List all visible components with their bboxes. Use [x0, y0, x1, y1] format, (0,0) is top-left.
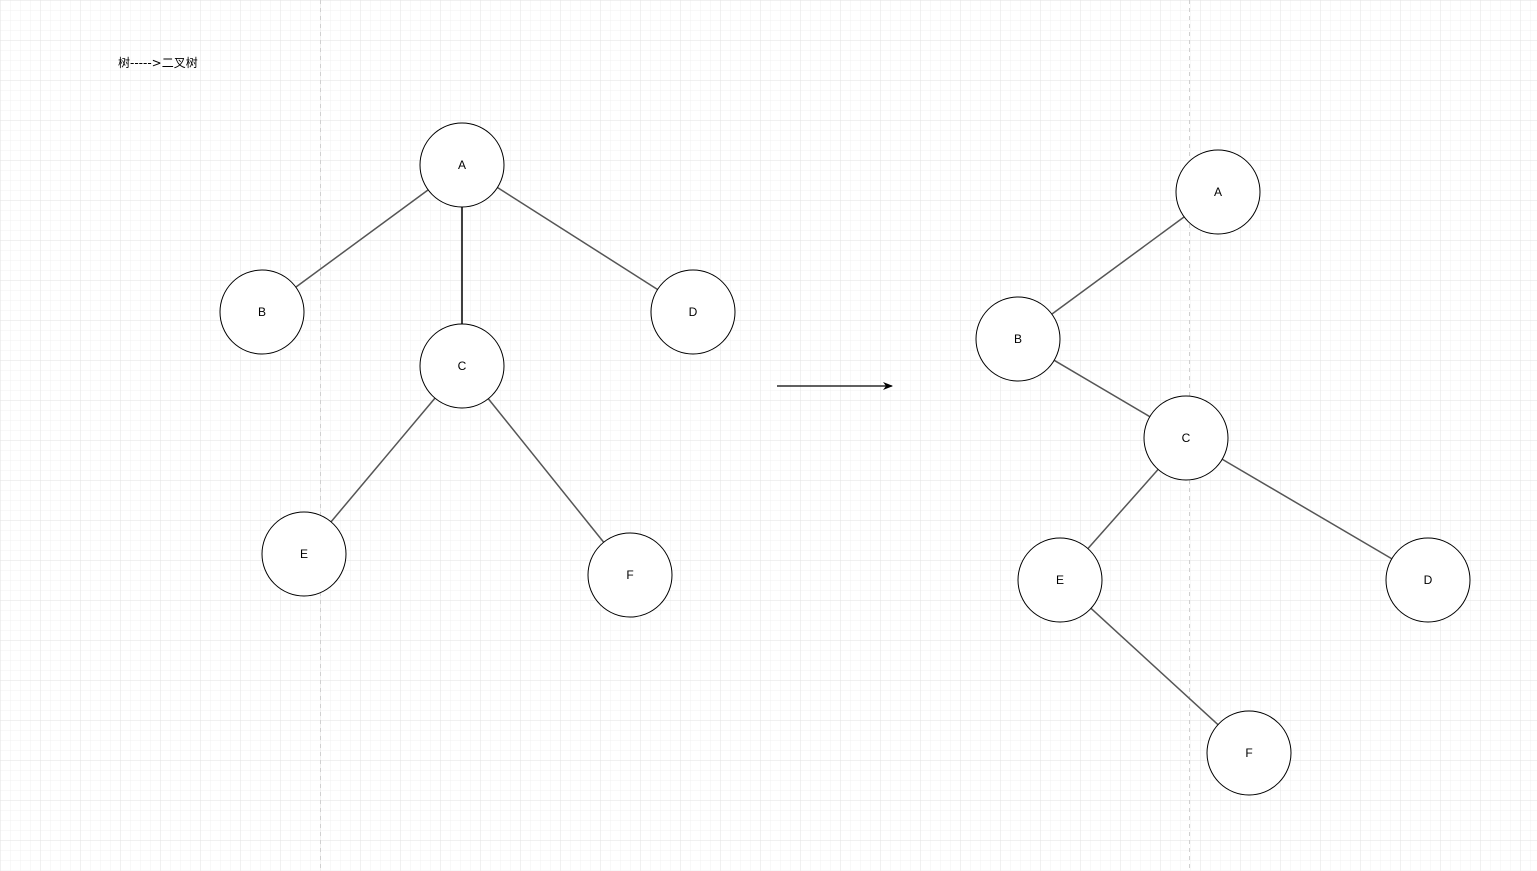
binary-tree-nodes: A B C E D F: [975, 149, 1471, 796]
tree-node-b[interactable]: B: [219, 269, 305, 355]
node-circle: [975, 296, 1061, 382]
binary_tree-edge-c-e[interactable]: [1087, 468, 1159, 550]
binary_tree-edge-b-c[interactable]: [1053, 359, 1151, 418]
node-label: F: [626, 568, 633, 582]
tree-edge-c-f[interactable]: [487, 398, 605, 543]
node-label: A: [1214, 185, 1222, 199]
node-circle: [1017, 537, 1103, 623]
tree-node-d[interactable]: D: [650, 269, 736, 355]
node-label: E: [1056, 573, 1064, 587]
tree-node-a[interactable]: A: [419, 122, 505, 208]
binary-tree-edges: [1051, 216, 1393, 726]
binary_tree-edge-a-b[interactable]: [1051, 216, 1185, 315]
tree-node-c[interactable]: C: [419, 323, 505, 409]
node-label: E: [300, 547, 308, 561]
general-tree: A B C D E F: [219, 122, 736, 618]
node-label: F: [1245, 746, 1252, 760]
node-circle: [587, 532, 673, 618]
binary_tree-node-f[interactable]: F: [1206, 710, 1292, 796]
node-label: D: [1424, 573, 1433, 587]
node-circle: [219, 269, 305, 355]
tree-node-f[interactable]: F: [587, 532, 673, 618]
tree-edge-a-d[interactable]: [497, 186, 658, 291]
node-label: A: [458, 158, 466, 172]
tree-edges: [295, 186, 658, 543]
node-circle: [419, 323, 505, 409]
binary_tree-node-a[interactable]: A: [1175, 149, 1261, 235]
tree-edge-a-b[interactable]: [295, 189, 429, 288]
binary_tree-node-b[interactable]: B: [975, 296, 1061, 382]
diagram-title[interactable]: 树----->二叉树: [118, 56, 198, 70]
node-label: B: [258, 305, 266, 319]
binary-tree: A B C E D F: [975, 149, 1471, 796]
binary_tree-edge-e-f[interactable]: [1090, 607, 1219, 726]
binary_tree-node-d[interactable]: D: [1385, 537, 1471, 623]
node-label: B: [1014, 332, 1022, 346]
node-circle: [1175, 149, 1261, 235]
node-label: C: [1182, 431, 1191, 445]
binary_tree-edge-c-d[interactable]: [1221, 458, 1393, 560]
tree-edge-c-e[interactable]: [330, 397, 436, 523]
tree-nodes: A B C D E F: [219, 122, 736, 618]
node-circle: [1385, 537, 1471, 623]
node-circle: [419, 122, 505, 208]
tree-node-e[interactable]: E: [261, 511, 347, 597]
node-circle: [1143, 395, 1229, 481]
binary_tree-node-e[interactable]: E: [1017, 537, 1103, 623]
node-circle: [650, 269, 736, 355]
node-circle: [1206, 710, 1292, 796]
node-label: C: [458, 359, 467, 373]
binary_tree-node-c[interactable]: C: [1143, 395, 1229, 481]
node-circle: [261, 511, 347, 597]
node-label: D: [689, 305, 698, 319]
